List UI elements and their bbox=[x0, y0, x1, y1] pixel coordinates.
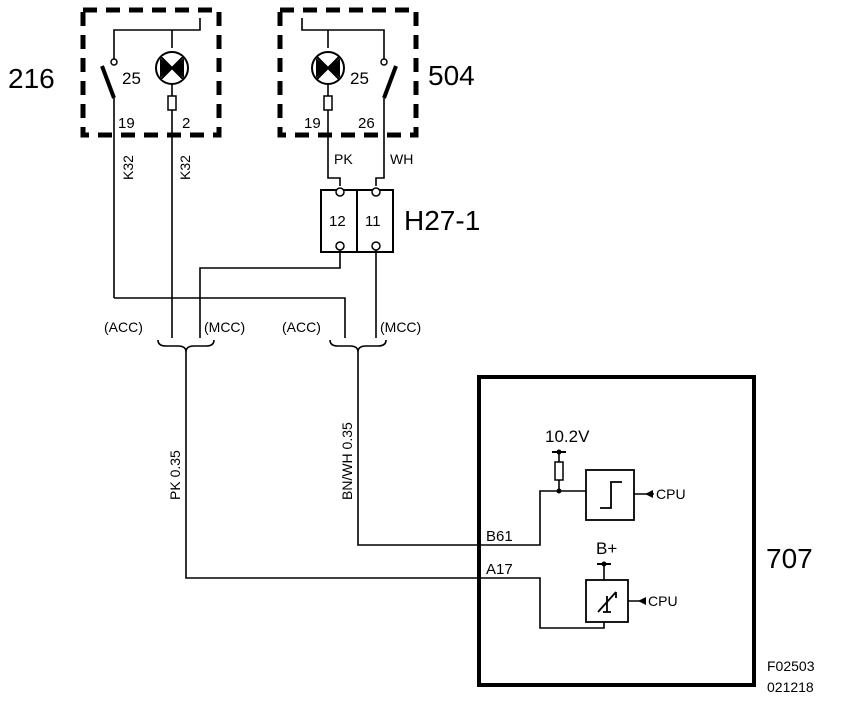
component-216-label: 216 bbox=[8, 63, 55, 94]
figure-date: 021218 bbox=[767, 679, 814, 695]
c216-lamp-icon bbox=[155, 51, 189, 85]
wire-k32-right-label: K32 bbox=[177, 155, 193, 180]
connector-h27-1: 12 11 H27-1 bbox=[320, 187, 480, 253]
c707-cpu-label-1: CPU bbox=[656, 486, 686, 502]
arrow-left-icon bbox=[645, 490, 653, 498]
c707-schmitt-buffer bbox=[585, 469, 635, 521]
component-504-box bbox=[277, 7, 419, 138]
wire-pk-label: PK bbox=[334, 151, 353, 167]
h27-cavity-11 bbox=[356, 189, 394, 253]
c504-lamp-icon bbox=[311, 51, 345, 85]
c216-pin-2: 2 bbox=[182, 115, 190, 132]
figure-id: F02503 bbox=[767, 658, 815, 674]
wire-pk-035-label: PK 0.35 bbox=[167, 450, 183, 500]
label-mcc-2: (MCC) bbox=[380, 319, 421, 335]
c216-internal-wire bbox=[113, 18, 201, 60]
c216-switch-contact bbox=[110, 58, 118, 66]
wire-k32-left-label: K32 bbox=[120, 155, 136, 180]
c707-supply-label: 10.2V bbox=[545, 427, 590, 446]
wire-acc-cross bbox=[114, 297, 346, 338]
c504-lamp-rating: 25 bbox=[350, 69, 369, 88]
c504-pin-19: 19 bbox=[304, 115, 321, 132]
c707-cpu-label-2: CPU bbox=[648, 593, 678, 609]
c216-switch-blade bbox=[100, 65, 116, 99]
c707-pullup-resistor bbox=[554, 461, 564, 481]
wire-pk-035 bbox=[185, 352, 605, 629]
wire-wh-label: WH bbox=[390, 151, 413, 167]
wire-bnwh-035-label: BN/WH 0.35 bbox=[339, 422, 355, 500]
component-504-label: 504 bbox=[428, 60, 475, 91]
arrow-left-icon-2 bbox=[638, 597, 646, 605]
wire-bnwh-035 bbox=[357, 352, 586, 546]
brace-right bbox=[329, 339, 387, 353]
component-504: 504 25 19 26 bbox=[277, 7, 475, 138]
brace-left bbox=[157, 339, 215, 353]
wire-pk bbox=[327, 118, 341, 186]
label-acc-1: (ACC) bbox=[104, 319, 143, 335]
component-216-box bbox=[80, 7, 222, 138]
component-707: 707 B61 A17 10.2V CPU B+ CPU bbox=[477, 375, 813, 687]
connector-h27-1-label: H27-1 bbox=[404, 205, 480, 236]
c504-internal-wire bbox=[301, 18, 385, 60]
wire-wh bbox=[375, 118, 385, 186]
schmitt-trigger-icon bbox=[600, 481, 622, 509]
h27-pin-12: 12 bbox=[329, 213, 346, 230]
wire-mcc-cross bbox=[199, 250, 341, 338]
label-mcc-1: (MCC) bbox=[204, 319, 245, 335]
component-707-label: 707 bbox=[766, 543, 813, 574]
component-707-box bbox=[477, 375, 756, 687]
c707-pin-a17: A17 bbox=[486, 561, 513, 578]
c216-lamp-rating: 25 bbox=[122, 69, 141, 88]
component-216: 216 25 19 2 bbox=[8, 7, 222, 138]
c216-resistor bbox=[167, 95, 177, 111]
c504-switch-blade bbox=[382, 65, 398, 99]
c504-resistor bbox=[323, 95, 333, 111]
transistor-switch-icon bbox=[597, 591, 617, 613]
label-acc-2: (ACC) bbox=[282, 319, 321, 335]
c707-bplus-label: B+ bbox=[596, 539, 617, 558]
c216-pin-19: 19 bbox=[118, 115, 135, 132]
c504-pin-26: 26 bbox=[358, 115, 375, 132]
h27-pin-11: 11 bbox=[365, 213, 381, 230]
c707-pin-b61: B61 bbox=[486, 528, 513, 545]
c504-switch-contact bbox=[380, 58, 388, 66]
